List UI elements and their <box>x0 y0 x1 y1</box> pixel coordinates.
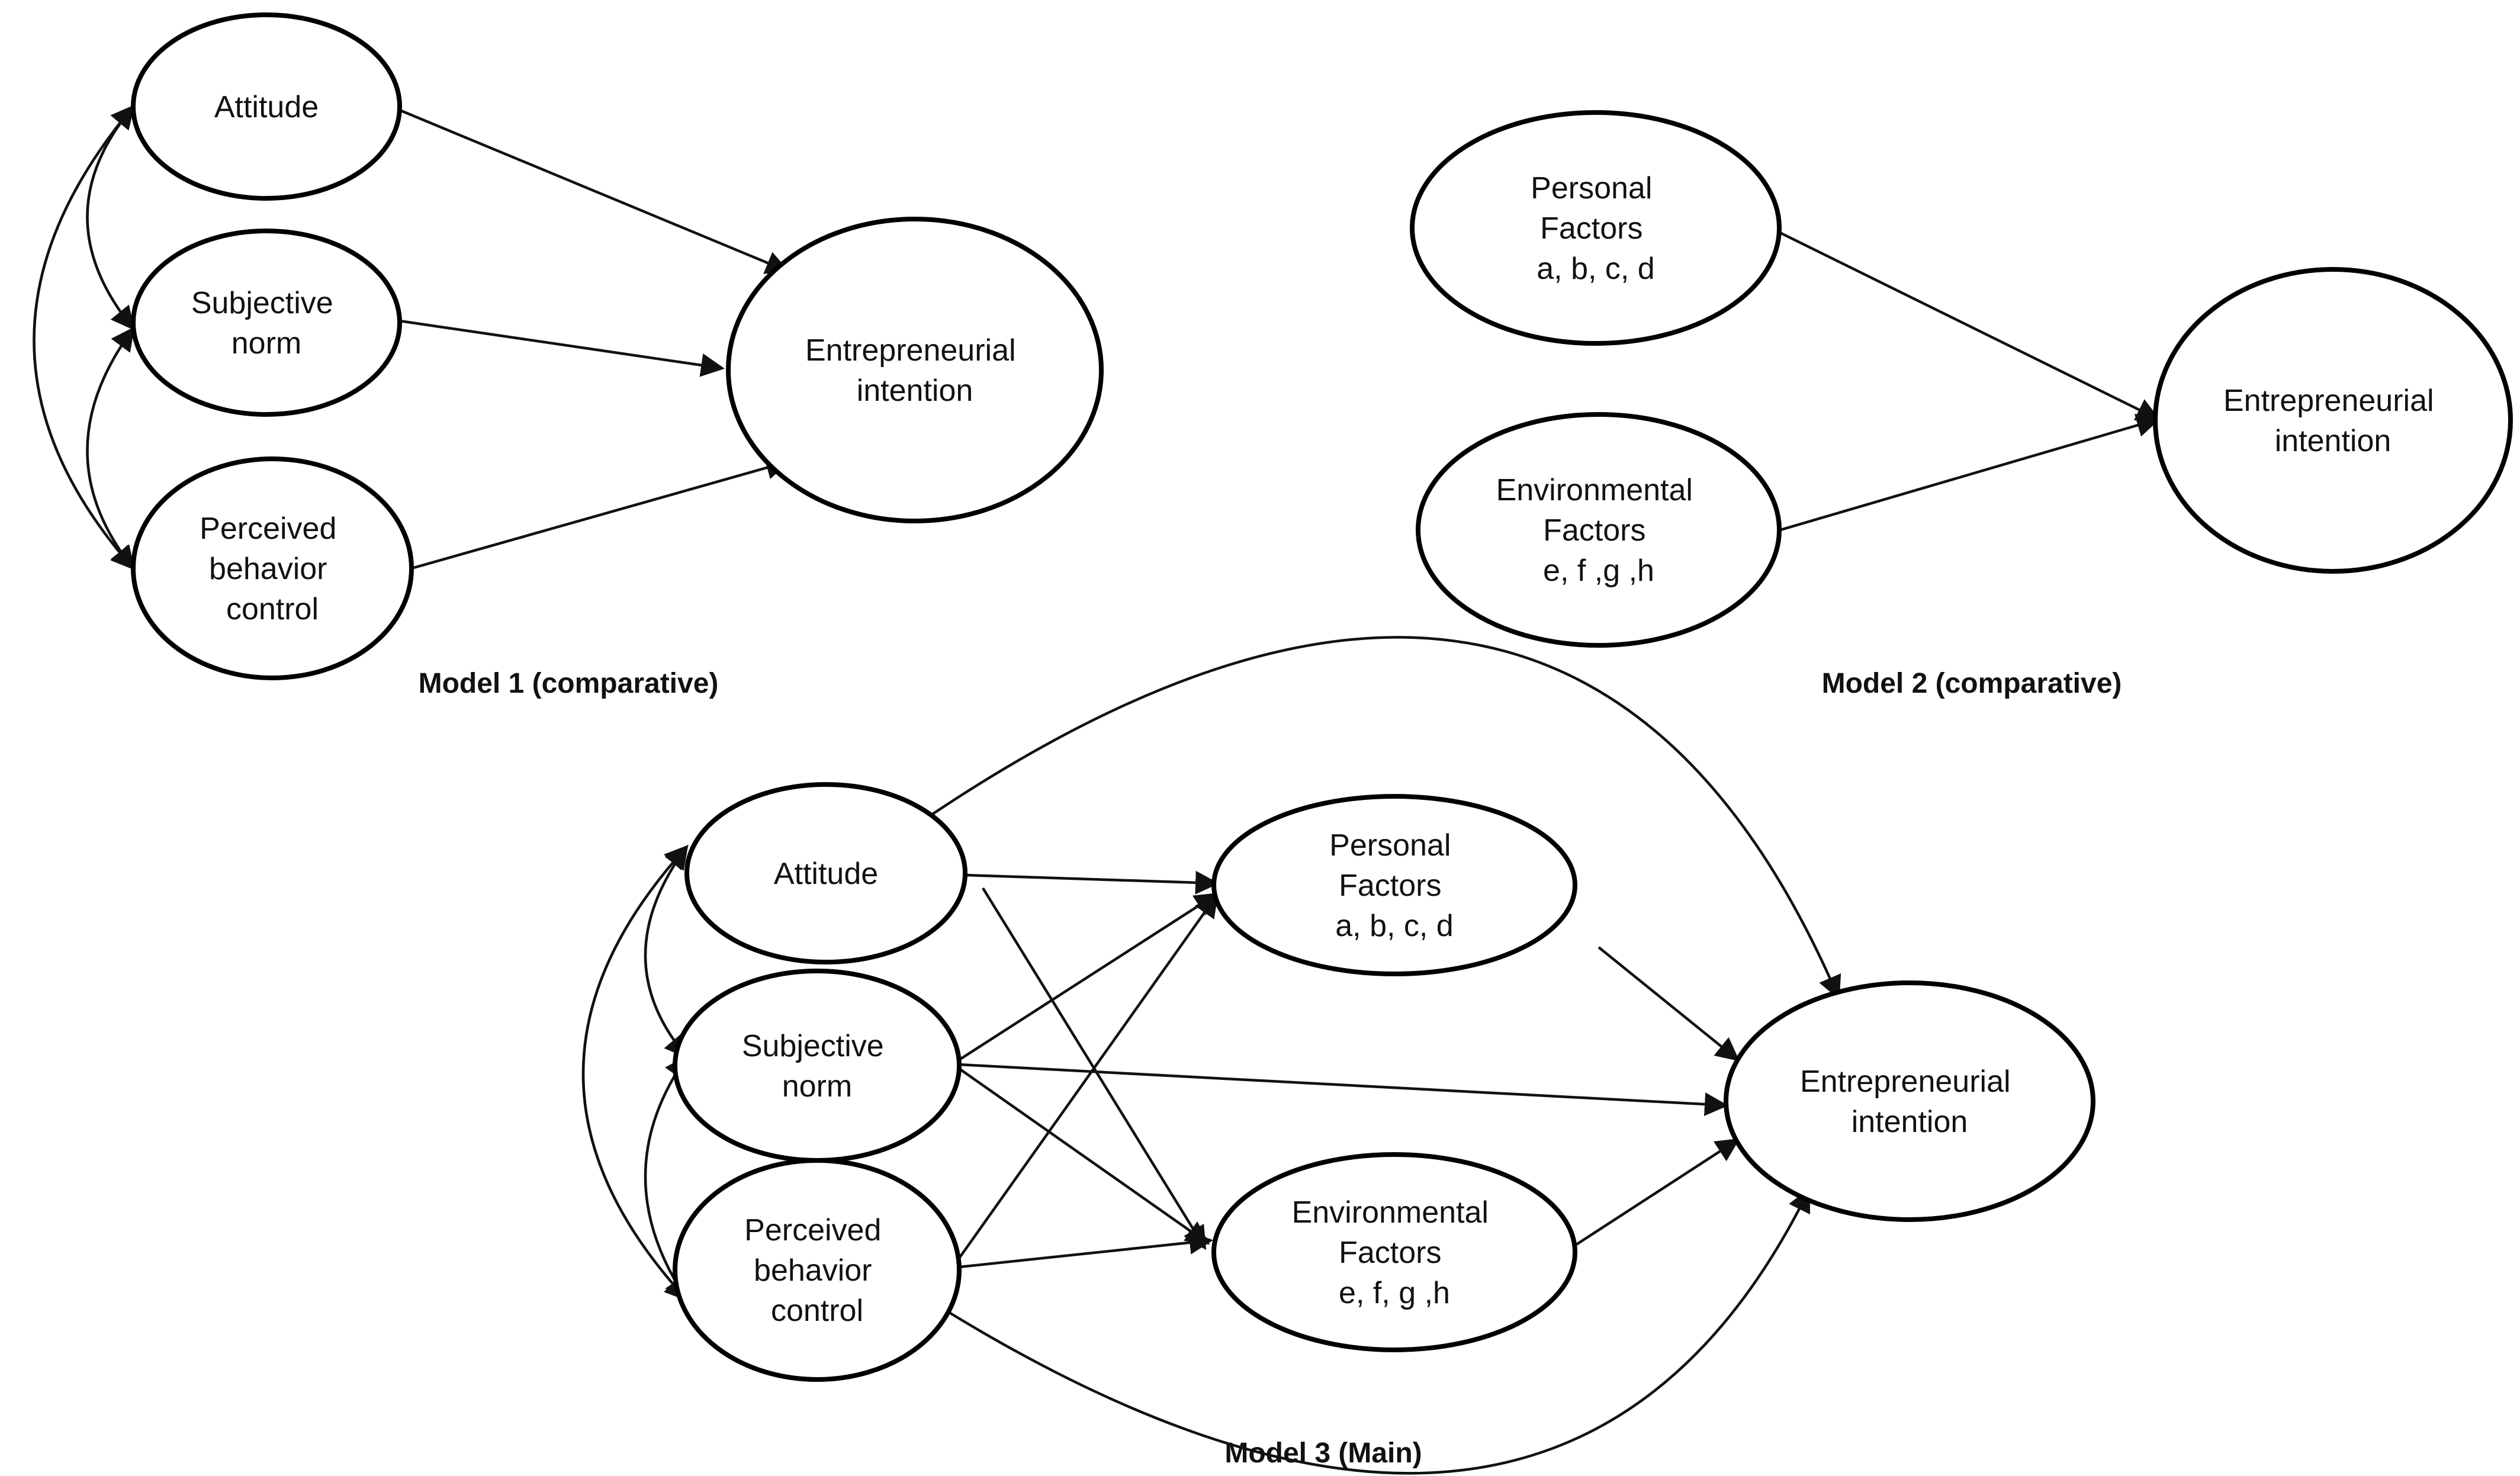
m3-node-personal-label: Personal Factors a, b, c, d <box>1329 828 1460 943</box>
m3-edge-environmental-intention <box>1568 1138 1740 1250</box>
m2-node-intention-shape <box>2153 267 2513 574</box>
m3-node-subjective-norm: Subjective norm <box>673 969 962 1163</box>
m1-cov-attitude-pbc <box>33 104 135 571</box>
m3-node-environmental: Environmental Factors e, f, g ,h <box>1211 1152 1577 1352</box>
model-2: Personal Factors a, b, c, d Environmenta… <box>1410 110 2513 699</box>
m2-node-environmental-label: Environmental Factors e, f ,g ,h <box>1496 473 1702 588</box>
m3-cov-attitude-subjective-norm <box>644 844 689 1059</box>
m2-node-personal-shape <box>1410 110 1782 346</box>
m2-node-personal-label: Personal Factors a, b, c, d <box>1531 171 1661 286</box>
m1-node-attitude-shape <box>131 12 402 201</box>
m1-intention-line-2: intention <box>857 374 973 408</box>
m3-subjective-norm-line-1: Subjective <box>742 1029 884 1063</box>
m3-edge-personal-intention <box>1597 946 1740 1062</box>
m2-intention-line-1: Entrepreneurial <box>2223 384 2434 418</box>
m3-node-personal: Personal Factors a, b, c, d <box>1211 794 1577 976</box>
m3-intention-line-2: intention <box>1852 1105 1968 1139</box>
m2-node-intention-label: Entrepreneurial intention <box>2223 384 2442 458</box>
m3-edges <box>581 636 1841 1475</box>
m3-node-environmental-label: Environmental Factors e, f, g ,h <box>1292 1195 1497 1310</box>
m3-node-environmental-shape <box>1211 1152 1577 1352</box>
m1-pbc-line-2: behavior <box>209 552 327 586</box>
m3-intention-line-1: Entrepreneurial <box>1800 1065 2011 1099</box>
m3-node-attitude: Attitude <box>684 782 967 964</box>
m2-environmental-line-1: Environmental <box>1496 473 1693 507</box>
m1-node-intention-shape <box>726 217 1104 523</box>
m3-attitude-line-1: Attitude <box>774 857 878 891</box>
m3-caption: Model 3 (Main) <box>1224 1438 1422 1469</box>
m2-node-personal: Personal Factors a, b, c, d <box>1410 110 1782 346</box>
m3-node-intention-label: Entrepreneurial intention <box>1800 1065 2019 1139</box>
m1-node-intention: Entrepreneurial intention <box>726 217 1104 523</box>
m1-node-attitude: Attitude <box>131 12 402 201</box>
m3-pbc-line-3: control <box>771 1294 863 1328</box>
m3-edge-subjective-norm-personal <box>958 892 1219 1061</box>
m3-node-personal-shape <box>1211 794 1577 976</box>
m1-cov-subjective-norm-pbc <box>86 326 135 571</box>
m2-environmental-line-3: e, f ,g ,h <box>1543 554 1654 588</box>
m1-node-subjective-norm-shape <box>131 229 402 417</box>
m1-edge-pbc-intention <box>411 456 790 570</box>
m2-edge-environmental-intention <box>1770 413 2161 535</box>
m3-environmental-line-2: Factors <box>1339 1236 1441 1270</box>
m3-cov-attitude-pbc <box>581 845 689 1301</box>
m3-node-attitude-shape <box>684 782 967 964</box>
m3-node-pbc-shape <box>673 1158 962 1382</box>
m1-attitude-line-1: Attitude <box>214 90 319 124</box>
m1-intention-line-1: Entrepreneurial <box>805 333 1016 368</box>
m2-edge-personal-intention <box>1770 226 2161 421</box>
m3-edge-subjective-norm-intention <box>959 1063 1728 1117</box>
m3-personal-line-1: Personal <box>1329 828 1451 863</box>
m1-edges <box>33 104 790 571</box>
m2-node-intention: Entrepreneurial intention <box>2153 267 2513 574</box>
m3-pbc-line-1: Perceived <box>744 1213 881 1247</box>
m2-personal-line-3: a, b, c, d <box>1537 252 1654 286</box>
m3-node-attitude-label: Attitude <box>774 857 878 891</box>
m2-personal-line-1: Personal <box>1531 171 1652 205</box>
m3-node-subjective-norm-shape <box>673 969 962 1163</box>
m3-node-pbc: Perceived behavior control <box>673 1158 962 1382</box>
m2-node-environmental: Environmental Factors e, f ,g ,h <box>1416 412 1782 648</box>
m3-personal-line-2: Factors <box>1339 869 1441 903</box>
model-3: Attitude Subjective norm Perceived behav… <box>581 636 2095 1475</box>
m1-subjective-norm-line-1: Subjective <box>191 286 333 320</box>
m1-pbc-line-1: Perceived <box>200 512 336 546</box>
m1-edge-attitude-intention <box>399 108 790 274</box>
m1-edge-subjective-norm-intention <box>399 319 725 377</box>
m1-node-attitude-label: Attitude <box>214 90 319 124</box>
m3-subjective-norm-line-2: norm <box>782 1069 852 1104</box>
m1-node-pbc-shape <box>131 456 414 680</box>
m3-environmental-line-3: e, f, g ,h <box>1339 1276 1450 1310</box>
m2-edges <box>1770 226 2161 535</box>
m1-node-intention-label: Entrepreneurial intention <box>805 333 1024 408</box>
m3-environmental-line-1: Environmental <box>1292 1195 1489 1230</box>
m2-environmental-line-2: Factors <box>1543 513 1645 548</box>
m3-edge-pbc-personal <box>958 893 1219 1259</box>
m3-node-intention-shape <box>1724 980 2095 1222</box>
m3-node-intention: Entrepreneurial intention <box>1724 980 2095 1222</box>
model-1: Attitude Subjective norm Perceived behav… <box>33 12 1104 699</box>
m3-edge-pbc-environmental <box>959 1230 1213 1269</box>
m3-pbc-line-2: behavior <box>754 1253 872 1288</box>
m2-node-environmental-shape <box>1416 412 1782 648</box>
m1-node-pbc-label: Perceived behavior control <box>200 512 345 626</box>
m2-personal-line-2: Factors <box>1540 211 1642 246</box>
m1-node-pbc: Perceived behavior control <box>131 456 414 680</box>
m1-caption: Model 1 (comparative) <box>419 668 719 699</box>
m2-intention-line-2: intention <box>2275 424 2392 458</box>
m1-pbc-line-3: control <box>226 592 319 626</box>
m3-node-pbc-label: Perceived behavior control <box>744 1213 890 1328</box>
m3-edge-attitude-intention <box>931 636 1841 1000</box>
m2-caption: Model 2 (comparative) <box>1822 668 2122 699</box>
m3-node-subjective-norm-label: Subjective norm <box>742 1029 892 1104</box>
m1-subjective-norm-line-2: norm <box>232 326 301 361</box>
m1-cov-attitude-subjective-norm <box>86 104 135 331</box>
m3-edge-subjective-norm-environmental <box>958 1067 1210 1245</box>
m3-personal-line-3: a, b, c, d <box>1335 909 1453 943</box>
m1-node-subjective-norm-label: Subjective norm <box>191 286 342 361</box>
m3-edge-attitude-personal <box>965 870 1219 895</box>
m3-edge-pbc-intention <box>946 1188 1811 1475</box>
m1-node-subjective-norm: Subjective norm <box>131 229 402 417</box>
